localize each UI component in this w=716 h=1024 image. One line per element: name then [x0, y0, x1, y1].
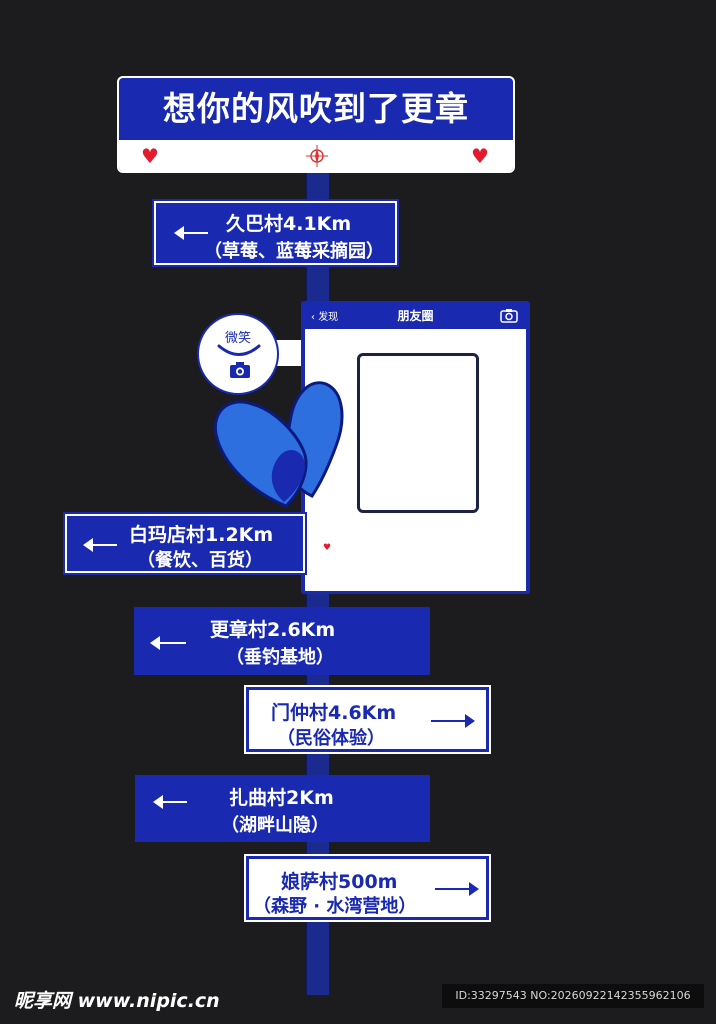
- sign-description: （湖畔山隐）: [221, 815, 329, 836]
- arrow-right-icon: [431, 714, 475, 728]
- sign-distance: 门仲村4.6Km: [271, 702, 397, 724]
- arrow-right-icon: [435, 882, 479, 896]
- header-title: 想你的风吹到了更章: [163, 89, 469, 128]
- sign-distance: 更章村2.6Km: [210, 619, 336, 641]
- sign-description: （民俗体验）: [277, 728, 385, 749]
- smile-icon: [217, 344, 261, 356]
- arrow-left-icon: [83, 538, 117, 552]
- arrow-left-icon: [150, 636, 186, 650]
- header-sign: 想你的风吹到了更章 ♥ ♥: [117, 76, 515, 173]
- blue-hearts-icon: [213, 381, 344, 508]
- heart-icon: ♥: [323, 543, 332, 553]
- sign-description: （餐饮、百货）: [137, 550, 263, 571]
- sign-distance: 白玛店村1.2Km: [129, 524, 274, 546]
- sign-menzhong: 门仲村4.6Km （民俗体验）: [244, 685, 491, 754]
- moments-screen: ♥: [305, 329, 526, 591]
- sign-distance: 久巴村4.1Km: [226, 213, 352, 235]
- arrow-left-icon: [174, 226, 208, 240]
- photo-frame: [357, 353, 479, 513]
- sign-description: （垂钓基地）: [226, 647, 334, 668]
- header-strip: ♥ ♥: [119, 140, 513, 171]
- heart-icon: ♥: [471, 144, 489, 168]
- arrow-left-icon: [153, 795, 187, 809]
- watermark-id: ID:33297543 NO:20260922142355962106: [442, 984, 704, 1008]
- back-button: ‹ 发现: [311, 312, 339, 323]
- sign-gengzhang: 更章村2.6Km （垂钓基地）: [134, 607, 430, 675]
- camera-icon: [230, 362, 250, 378]
- sign-description: （草莓、蓝莓采摘园）: [204, 241, 384, 262]
- sign-baimadian: 白玛店村1.2Km （餐饮、百货）: [63, 512, 307, 575]
- sign-jiuba: 久巴村4.1Km （草莓、蓝莓采摘园）: [152, 199, 399, 267]
- moments-header: ‹ 发现 朋友圈: [301, 301, 530, 329]
- sign-distance: 娘萨村500m: [281, 871, 398, 893]
- smile-badge: 微笑: [197, 313, 279, 395]
- smile-label: 微笑: [224, 331, 251, 346]
- moments-frame: ‹ 发现 朋友圈 ♥: [301, 301, 530, 594]
- sign-distance: 扎曲村2Km: [229, 787, 334, 809]
- watermark: 昵享网 www.nipic.cn: [14, 990, 220, 1012]
- sign-niangsa: 娘萨村500m （森野 · 水湾营地）: [244, 854, 491, 922]
- camera-icon: [500, 309, 518, 323]
- sign-zhaqu: 扎曲村2Km （湖畔山隐）: [135, 775, 430, 842]
- moments-title: 朋友圈: [397, 309, 434, 323]
- sign-description: （森野 · 水湾营地）: [253, 896, 417, 917]
- heart-icon: ♥: [141, 144, 159, 168]
- compass-icon: [306, 145, 328, 167]
